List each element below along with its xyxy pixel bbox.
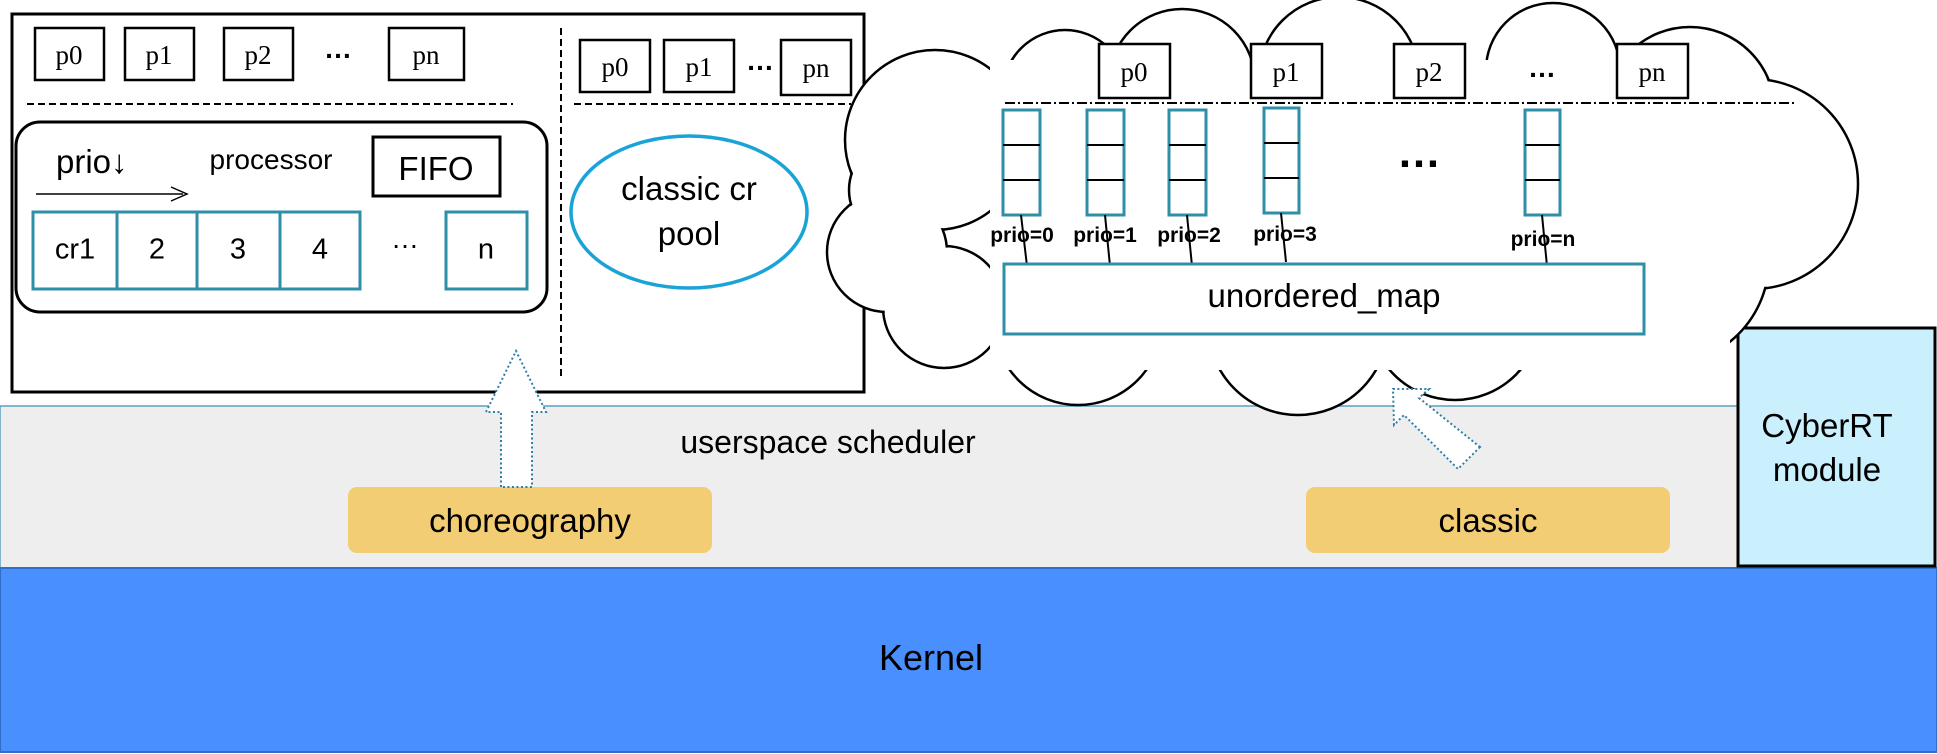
queue-cell-4: 4 xyxy=(278,210,362,291)
svg-text:cr1: cr1 xyxy=(55,234,95,266)
prio-queue-0 xyxy=(1001,108,1042,267)
cyberrt-module-box xyxy=(1736,326,1937,568)
classic-policy-pill xyxy=(1306,487,1670,553)
queue-cell-n: n xyxy=(444,210,529,291)
userspace-label: userspace scheduler xyxy=(680,424,976,460)
classic-processor-p0: p0 xyxy=(1097,42,1172,100)
pool-processor-pn: pn xyxy=(779,38,853,97)
classic-processor-p2: p2 xyxy=(1392,42,1467,100)
svg-text:pn: pn xyxy=(1639,57,1667,87)
prio-label-2: prio=2 xyxy=(1157,224,1221,247)
kernel-band xyxy=(0,567,1937,753)
prio-queue-1 xyxy=(1085,108,1126,267)
queue-cell-2: 2 xyxy=(115,210,199,291)
cyberrt-module-line2: module xyxy=(1773,451,1881,488)
svg-text:pn: pn xyxy=(803,53,831,83)
svg-text:p0: p0 xyxy=(602,52,629,82)
prio-label-1: prio=1 xyxy=(1073,224,1137,247)
choreo-processor-p0: p0 xyxy=(33,26,106,82)
pool-processor-ellipsis: … xyxy=(746,45,774,76)
svg-text:3: 3 xyxy=(230,234,246,266)
classic-processor-ellipsis: … xyxy=(1528,52,1556,83)
queue-cell-cr1: cr1 xyxy=(31,210,119,291)
choreo-processor-p2: p2 xyxy=(222,26,295,82)
choreo-processor-ellipsis: … xyxy=(324,33,352,64)
svg-text:2: 2 xyxy=(149,234,165,266)
prio-queue-n xyxy=(1523,108,1562,267)
classic-processor-p1: p1 xyxy=(1249,42,1324,100)
choreo-processor-pn: pn xyxy=(387,26,466,82)
classic-cr-pool xyxy=(569,134,809,290)
fifo-box: FIFO xyxy=(371,135,502,198)
choreography-policy-label: choreography xyxy=(429,502,631,539)
svg-text:p2: p2 xyxy=(1416,57,1443,87)
svg-text:p1: p1 xyxy=(686,52,713,82)
svg-text:p1: p1 xyxy=(146,40,173,70)
prio-queue-3 xyxy=(1262,106,1301,263)
svg-text:4: 4 xyxy=(312,234,328,266)
processor-label: processor xyxy=(210,144,333,175)
cyberrt-module-line1: CyberRT xyxy=(1761,407,1892,444)
svg-text:pn: pn xyxy=(413,40,441,70)
svg-text:p2: p2 xyxy=(245,40,272,70)
choreography-up-arrow xyxy=(484,348,548,488)
pool-processor-p1: p1 xyxy=(662,38,736,94)
unordered-map-box xyxy=(1002,262,1646,336)
prio-label-3: prio=3 xyxy=(1253,223,1317,246)
prio-queue-ellipsis: … xyxy=(1397,128,1441,177)
svg-text:FIFO: FIFO xyxy=(398,150,473,187)
queue-cell-3: 3 xyxy=(195,210,282,291)
classic-diagonal-arrow xyxy=(1391,388,1482,471)
svg-text:p1: p1 xyxy=(1273,57,1300,87)
classic-policy-label: classic xyxy=(1438,502,1537,539)
prio-label-n: prio=n xyxy=(1511,228,1576,251)
queue-direction-arrowhead xyxy=(170,186,189,202)
classic-cr-pool-line1: classic cr xyxy=(621,170,757,207)
prio-queue-2 xyxy=(1167,108,1208,267)
choreo-processor-p1: p1 xyxy=(123,26,196,82)
classic-processor-pn: pn xyxy=(1615,42,1690,100)
unordered-map-label: unordered_map xyxy=(1208,277,1441,314)
prio-label: prio↓ xyxy=(56,143,128,180)
classic-cloud xyxy=(825,0,1860,417)
prio-label-0: prio=0 xyxy=(990,224,1054,247)
pool-processor-p0: p0 xyxy=(578,38,652,94)
choreography-policy-pill xyxy=(348,487,712,553)
svg-text:p0: p0 xyxy=(56,40,83,70)
classic-cr-pool-line2: pool xyxy=(658,215,720,252)
svg-text:p0: p0 xyxy=(1121,57,1148,87)
svg-text:n: n xyxy=(478,234,494,266)
kernel-label: Kernel xyxy=(879,637,983,678)
queue-ellipsis: … xyxy=(391,223,419,254)
